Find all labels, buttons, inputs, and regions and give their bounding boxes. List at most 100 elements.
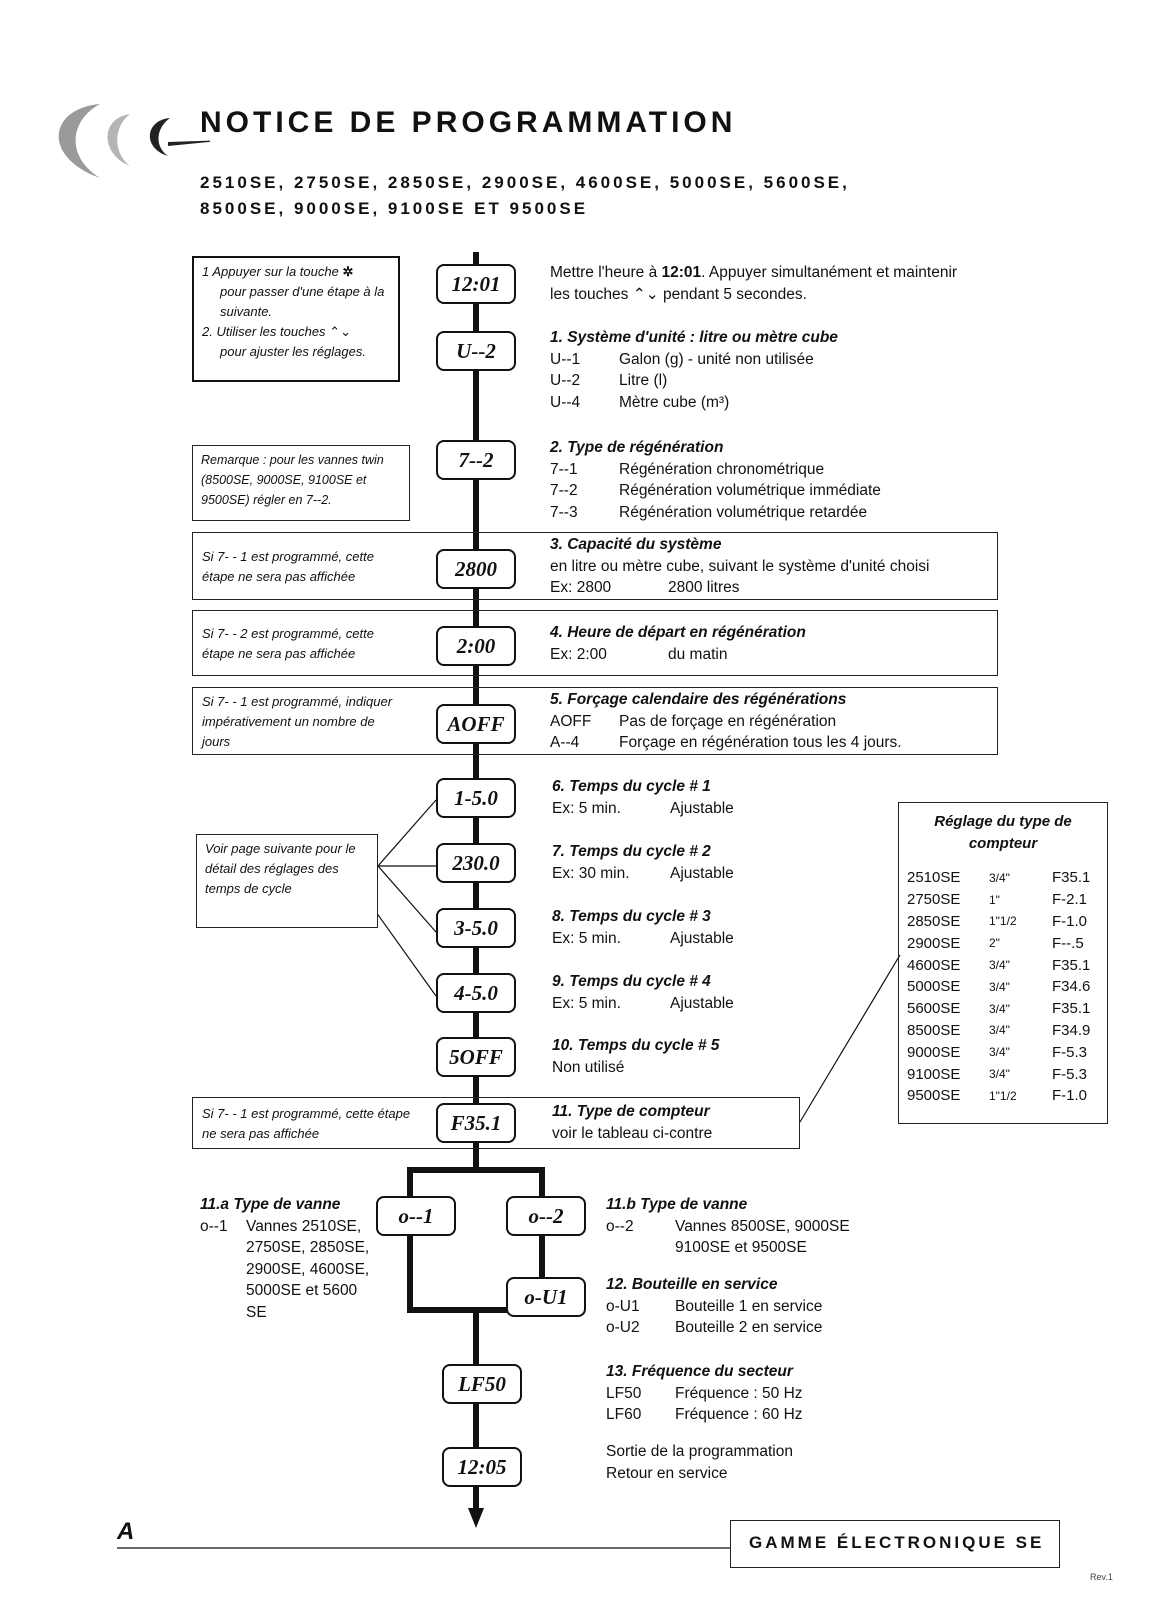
counter-size: 3/4" [989,1045,1010,1060]
counter-size: 3/4" [989,1067,1010,1082]
counter-code: F34.9 [1052,1021,1091,1039]
up-down-arrows-icon: ⌃⌄ [632,285,659,303]
counter-model: 5000SE [907,978,961,996]
note-step11: Si 7- - 1 est programmé, cette étape ne … [202,1106,411,1141]
display-4-5-0: 4-5.0 [436,973,516,1013]
counter-code: F35.1 [1052,1000,1091,1018]
counter-code: F--.5 [1052,934,1084,952]
counter-size: 1" [989,892,1000,907]
counter-model: 2900SE [907,934,961,952]
counter-model: 2510SE [907,869,961,887]
counter-size: 3/4" [989,958,1010,973]
table-row: 4600SE 3/4" F35.1 [907,954,1090,976]
display-f35-1: F35.1 [436,1103,516,1143]
step-10-cycle5: 10. Temps du cycle # 5 Non utilisé [552,1037,720,1076]
display-aoff: AOFF [436,704,516,744]
counter-code: F-1.0 [1052,1087,1088,1105]
counter-model: 2850SE [907,912,961,930]
note-step5: Si 7- - 1 est programmé, indiquer impéra… [202,694,393,749]
counter-model: 9000SE [907,1043,961,1061]
gear-icon: ✲ [342,264,354,279]
revision-label: Rev.1 [1090,1572,1113,1582]
display-5off: 5OFF [436,1037,516,1077]
counter-model: 2750SE [907,891,961,909]
table-row: 9500SE 1"1/2 F-1.0 [907,1085,1090,1107]
table-row: 9000SE 3/4" F-5.3 [907,1041,1090,1063]
counter-model: 9500SE [907,1087,961,1105]
table-row: 2900SE 2" F--.5 [907,932,1090,954]
counter-code: F35.1 [1052,956,1091,974]
counter-size: 1"1/2 [989,1088,1017,1103]
counter-type-table: Réglage du type de compteur 2510SE 3/4" F3… [898,802,1108,1124]
table-row: 2750SE 1" F-2.1 [907,889,1090,911]
table-row: 2510SE 3/4" F35.1 [907,867,1090,889]
display-o-u1: o-U1 [506,1277,586,1317]
counter-size: 3/4" [989,870,1010,885]
step-1-unit: 1. Système d'unité : litre ou mètre cube… [550,329,838,411]
counter-table-title: Réglage du type de compteur [934,813,1072,852]
note-cycle-times: Voir page suivante pour le détail des ré… [196,834,378,928]
table-row: 5000SE 3/4" F34.6 [907,976,1090,998]
counter-model: 4600SE [907,956,961,974]
counter-code: F-2.1 [1052,891,1088,909]
counter-code: F34.6 [1052,978,1091,996]
step-7-cycle2: 7. Temps du cycle # 2 Ex: 30 min.Ajustab… [552,843,734,882]
counter-size: 3/4" [989,979,1010,994]
display-230-0: 230.0 [436,843,516,883]
display-12-01: 12:01 [436,264,516,304]
counter-model: 9100SE [907,1065,961,1083]
counter-code: F35.1 [1052,869,1091,887]
step-6-cycle1: 6. Temps du cycle # 1 Ex: 5 min.Ajustabl… [552,778,734,817]
band-step3 [192,532,998,600]
swoosh-logo-icon [58,104,210,178]
counter-code: F-1.0 [1052,912,1088,930]
display-3-5-0: 3-5.0 [436,908,516,948]
counter-size: 3/4" [989,1023,1010,1038]
page-letter: A [117,1518,135,1545]
band-step4 [192,610,998,676]
up-down-arrows-icon: ⌃⌄ [329,324,351,339]
display-12-05: 12:05 [442,1447,522,1487]
counter-size: 1"1/2 [989,914,1017,929]
step-5-calendar: 5. Forçage calendaire des régénérations … [550,691,902,751]
counter-size: 2" [989,936,1000,951]
display-o-2: o--2 [506,1196,586,1236]
counter-code: F-5.3 [1052,1065,1088,1083]
band-step11 [192,1097,800,1149]
footer-range-label: GAMME ÉLECTRONIQUE SE [730,1520,1060,1568]
note-step3: Si 7- - 1 est programmé, cette étape ne … [202,549,374,584]
step-exit: Sortie de la programmation Retour en ser… [606,1443,793,1482]
display-2800: 2800 [436,549,516,589]
table-row: 2850SE 1"1/2 F-1.0 [907,911,1090,933]
counter-size: 3/4" [989,1001,1010,1016]
display-o-1: o--1 [376,1196,456,1236]
display-lf50: LF50 [442,1364,522,1404]
display-1-5-0: 1-5.0 [436,778,516,818]
step-4-start-time: 4. Heure de départ en régénération Ex: 2… [550,624,806,663]
counter-model: 8500SE [907,1021,961,1039]
step-8-cycle3: 8. Temps du cycle # 3 Ex: 5 min.Ajustabl… [552,908,734,947]
step-9-cycle4: 9. Temps du cycle # 4 Ex: 5 min.Ajustabl… [552,973,734,1012]
table-row: 5600SE 3/4" F35.1 [907,998,1090,1020]
display-7-2: 7--2 [436,440,516,480]
page-title: NOTICE DE PROGRAMMATION [200,106,737,139]
counter-model: 5600SE [907,1000,961,1018]
display-u-2: U--2 [436,331,516,371]
table-row: 9100SE 3/4" F-5.3 [907,1063,1090,1085]
band-step5 [192,687,998,755]
step-set-time: Mettre l'heure à 12:01. Appuyer simultan… [550,264,958,303]
table-row: 8500SE 3/4" F34.9 [907,1020,1090,1042]
counter-code: F-5.3 [1052,1043,1088,1061]
display-2-00: 2:00 [436,626,516,666]
note-step4: Si 7- - 2 est programmé, cette étape ne … [202,626,374,661]
note-twin-valves: Remarque : pour les vannes twin (8500SE,… [192,445,410,521]
note-instructions: 1 Appuyer sur la touche ✲ pour passer d'… [192,256,400,382]
step-11-counter: 11. Type de compteur voir le tableau ci-… [552,1103,713,1142]
step-3-capacity: 3. Capacité du système en litre ou mètre… [550,536,930,596]
